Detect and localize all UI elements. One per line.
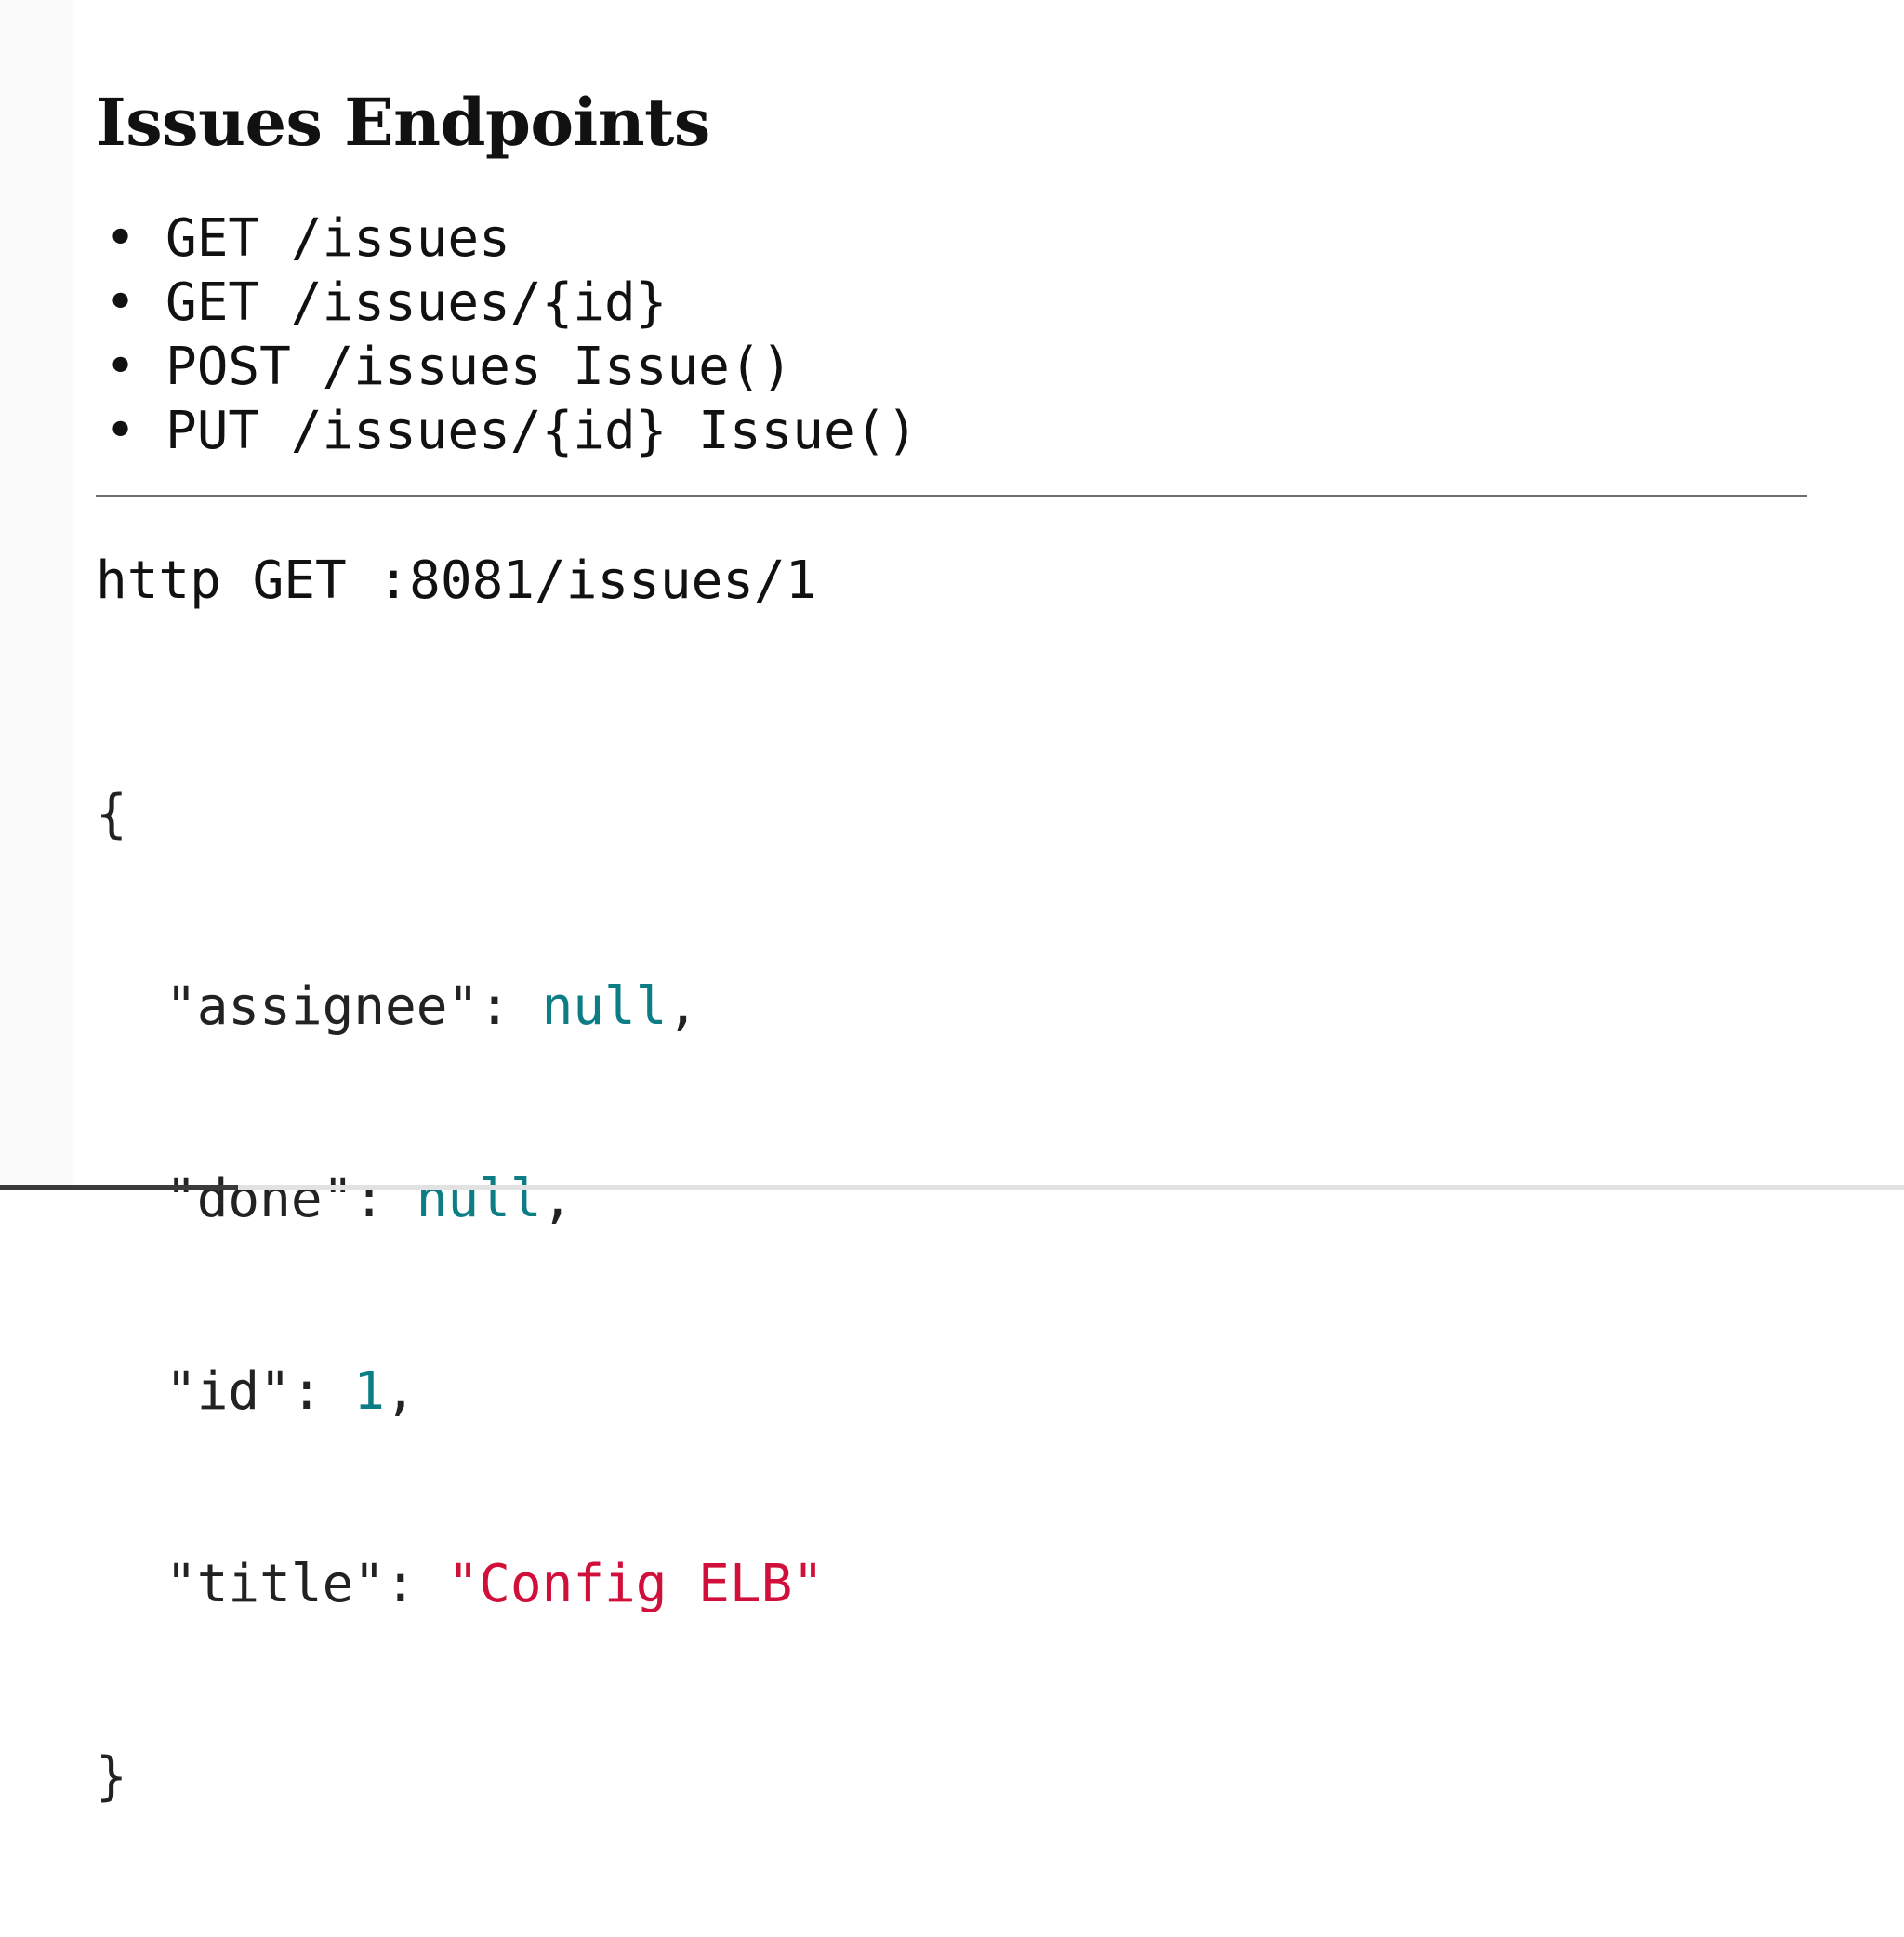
endpoint-list: • GET /issues • GET /issues/{id} • POST /is… <box>96 206 918 463</box>
endpoint-text: POST /issues Issue() <box>165 337 793 397</box>
json-value: null <box>416 1169 542 1229</box>
json-separator: : <box>479 976 542 1037</box>
endpoint-list-item: • GET /issues <box>96 206 918 271</box>
json-separator: : <box>290 1361 354 1422</box>
json-key: "id" <box>165 1361 291 1422</box>
horizontal-divider <box>96 495 1807 497</box>
json-key: "done" <box>165 1169 354 1229</box>
json-field-assignee: "assignee": null, <box>96 975 824 1039</box>
json-value: null <box>541 976 668 1037</box>
bullet-icon: • <box>105 337 137 397</box>
json-key: "assignee" <box>165 976 480 1037</box>
json-open-brace: { <box>96 784 127 844</box>
json-response: { "assignee": null, "done": null, "id": … <box>96 654 824 1937</box>
slide-progress-fill <box>0 1185 238 1190</box>
json-field-done: "done": null, <box>96 1167 824 1231</box>
endpoint-text: GET /issues <box>165 208 510 269</box>
endpoint-text: PUT /issues/{id} Issue() <box>165 401 919 461</box>
bullet-icon: • <box>105 208 137 269</box>
http-command: http GET :8081/issues/1 <box>96 551 817 611</box>
endpoint-list-item: • PUT /issues/{id} Issue() <box>96 399 918 463</box>
json-comma: , <box>667 976 699 1037</box>
json-separator: : <box>385 1554 448 1614</box>
json-field-id: "id": 1, <box>96 1360 824 1424</box>
json-key: "title" <box>165 1554 386 1614</box>
json-separator: : <box>353 1169 416 1229</box>
bullet-icon: • <box>105 272 137 333</box>
bullet-icon: • <box>105 401 137 461</box>
slide-title: Issues Endpoints <box>96 84 710 161</box>
slide-progress-bar <box>0 1185 1904 1190</box>
endpoint-list-item: • GET /issues/{id} <box>96 271 918 335</box>
slide: Issues Endpoints • GET /issues • GET /issu… <box>96 84 1807 1807</box>
endpoint-text: GET /issues/{id} <box>165 272 668 333</box>
json-comma: , <box>541 1169 574 1229</box>
json-value: "Config ELB" <box>447 1554 825 1614</box>
json-value: 1 <box>353 1361 386 1422</box>
json-close-brace: } <box>96 1746 127 1807</box>
json-field-title: "title": "Config ELB" <box>96 1552 824 1616</box>
json-comma: , <box>385 1361 416 1422</box>
endpoint-list-item: • POST /issues Issue() <box>96 335 918 399</box>
page-margin <box>0 0 74 1190</box>
